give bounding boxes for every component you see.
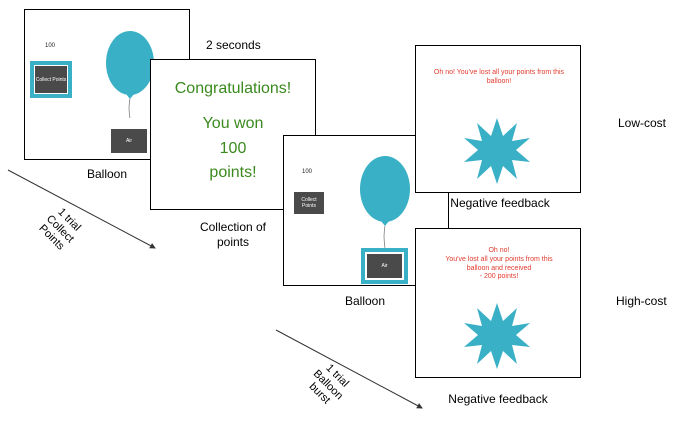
congratulations-text: Congratulations! [174, 80, 292, 97]
low-cost-feedback-screen: Oh no! You've lost all your points from … [415, 45, 581, 193]
air-highlight [361, 248, 408, 284]
air-button[interactable]: Air [367, 254, 402, 278]
points-text: points! [209, 164, 257, 181]
timing-label: 2 seconds [206, 38, 261, 52]
balloon-icon [360, 156, 410, 249]
you-won-text: You won [202, 115, 264, 132]
feedback-message: Oh no! You've lost all your points from … [433, 69, 565, 85]
balloon-caption-2: Balloon [344, 294, 386, 308]
air-button[interactable]: Air [111, 129, 147, 153]
negative-feedback-caption-2: Negative feedback [448, 392, 548, 406]
burst-shape [464, 303, 530, 369]
balloon-icon [106, 31, 154, 118]
feedback-message: Oh no! You've lost all your points from … [445, 247, 553, 281]
negative-feedback-caption-1: Negative feedback [450, 196, 550, 210]
score-text: 100 [302, 169, 313, 175]
points-value-text: 100 [219, 140, 247, 157]
collection-screen: Congratulations! You won 100 points! [150, 59, 316, 210]
burst-icon [464, 118, 530, 184]
low-cost-label: Low-cost [618, 116, 667, 130]
high-cost-feedback-screen: Oh no! You've lost all your points from … [415, 228, 581, 378]
balloon-caption-1: Balloon [86, 167, 128, 181]
arrow-balloon-burst [275, 329, 423, 409]
burst-shape [464, 118, 530, 184]
arrow-collect-points [7, 169, 156, 249]
score-text: 100 [45, 43, 56, 49]
burst-icon [464, 303, 530, 369]
collect-highlight [30, 61, 72, 98]
collect-points-button[interactable]: Collect Points [294, 192, 324, 214]
collection-caption: Collection of points [199, 220, 267, 249]
high-cost-label: High-cost [616, 294, 667, 308]
collect-points-button[interactable]: Collect Points [35, 66, 67, 93]
